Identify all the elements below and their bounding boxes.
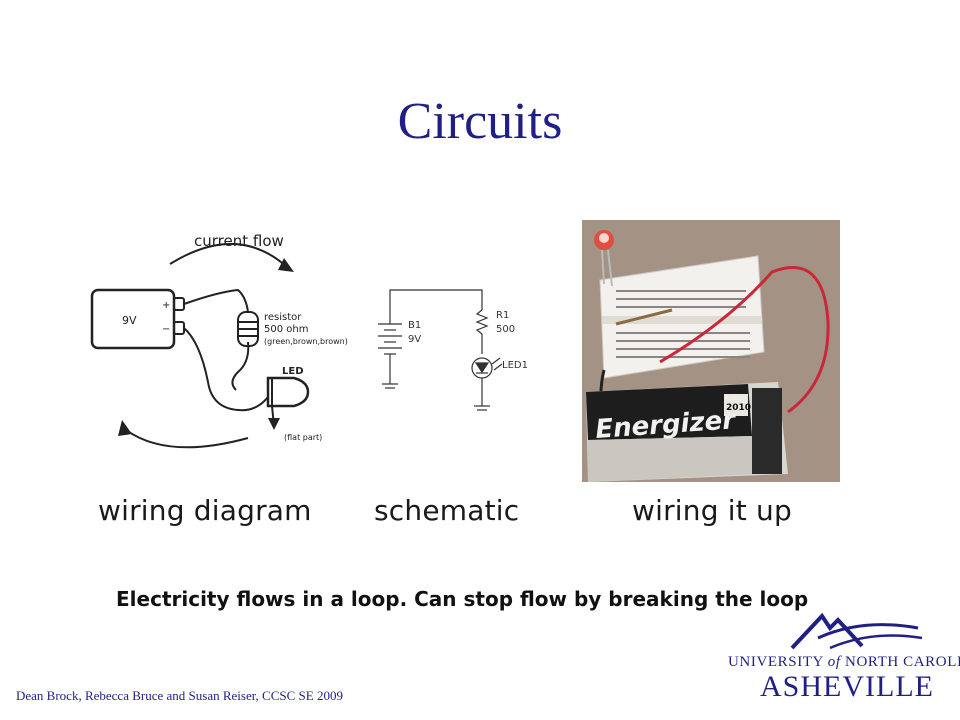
schematic-diagram	[378, 289, 503, 411]
circuit-figure: current flow 9V + − resistor 500 ohm (gr…	[88, 212, 844, 624]
wiring-diagram	[90, 243, 310, 449]
caption-wiring-diagram: wiring diagram	[98, 494, 312, 527]
figure-drawing: current flow 9V + − resistor 500 ohm (gr…	[90, 220, 840, 482]
summary-text: Electricity flows in a loop. Can stop fl…	[116, 587, 809, 611]
logo-of: of	[827, 654, 841, 670]
caption-schematic: schematic	[374, 494, 520, 527]
battery-label: 9V	[122, 314, 137, 327]
resistor-bands: (green,brown,brown)	[264, 337, 348, 346]
plus-label: +	[162, 300, 170, 311]
minus-label: −	[162, 324, 170, 335]
led1-label: LED1	[502, 360, 528, 371]
r1-label: R1	[496, 310, 509, 321]
logo-line-2: ASHEVILLE	[760, 670, 934, 703]
led-shape	[266, 376, 310, 408]
arrow-head-icon	[278, 258, 294, 272]
schematic-resistor	[475, 309, 489, 354]
b1-value: 9V	[408, 334, 421, 345]
logo-north-carolina: NORTH CAROLINA	[845, 654, 960, 670]
university-logo: UNIVERSITY of NORTH CAROLINA ASHEVILLE	[722, 608, 960, 706]
logo-mountain-icon	[790, 612, 923, 650]
r1-value: 500	[496, 324, 515, 335]
resistor-label: resistor	[264, 312, 302, 323]
battery-volts: 9volts	[724, 394, 746, 402]
battery-code: 2010	[726, 403, 751, 413]
resistor-value: 500 ohm	[264, 324, 308, 335]
arrow-head-icon	[118, 420, 132, 436]
led-label: LED	[282, 366, 304, 377]
b1-label: B1	[408, 320, 421, 331]
logo-university: UNIVERSITY	[728, 654, 824, 670]
red-wire	[659, 266, 830, 414]
battery-shape	[90, 288, 176, 350]
logo-line-1: UNIVERSITY of NORTH CAROLINA	[728, 654, 960, 671]
slide-title: Circuits	[397, 93, 563, 150]
circuit-photo	[582, 220, 840, 482]
slide-footer: Dean Brock, Rebecca Bruce and Susan Reis…	[16, 688, 343, 703]
caption-wiring-it-up: wiring it up	[632, 494, 792, 527]
flat-part-label: (flat part)	[284, 433, 322, 442]
current-flow-label: current flow	[194, 232, 284, 250]
